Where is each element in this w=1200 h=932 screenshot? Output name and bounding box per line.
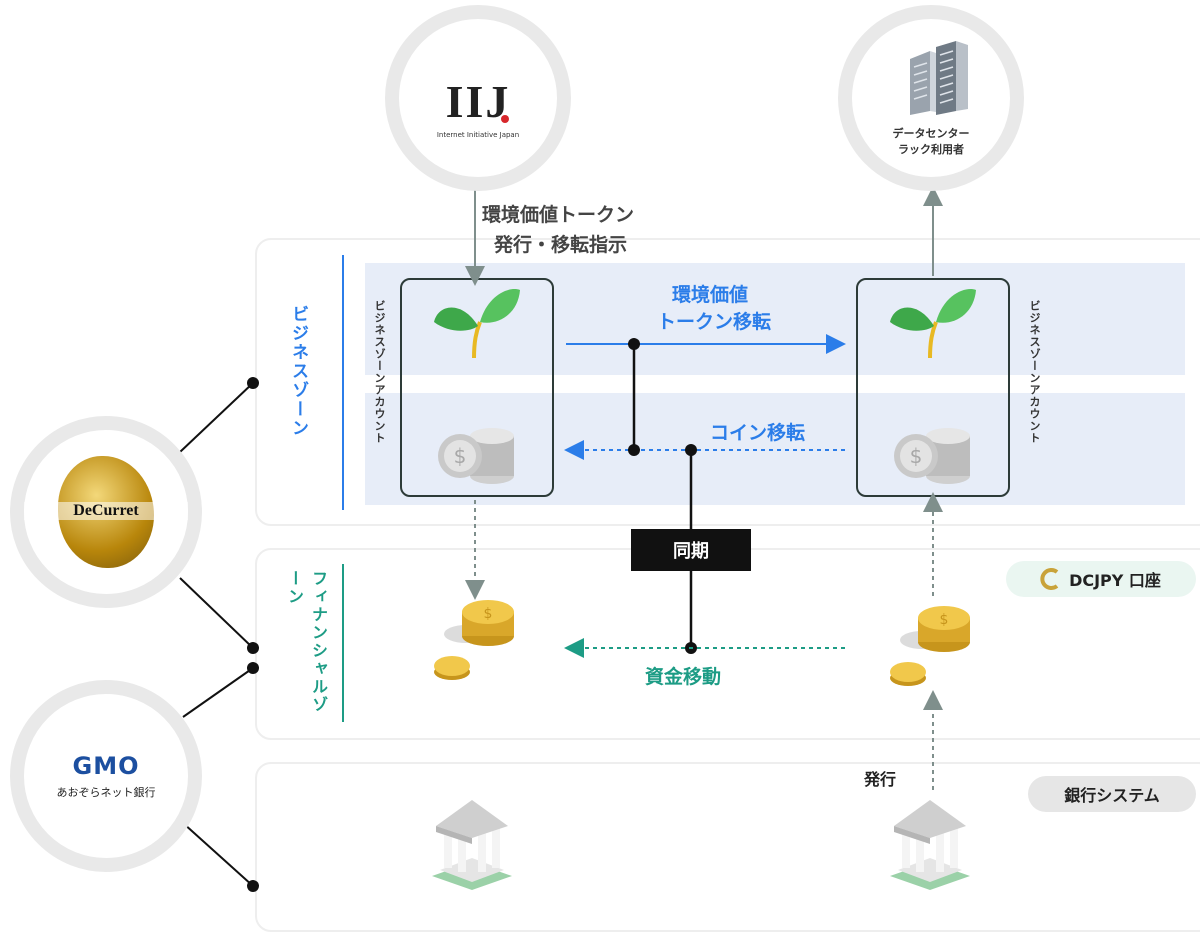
gold-coin-icon: $ [890,606,970,686]
svg-text:$: $ [484,606,493,622]
datacenter-circle: データセンター ラック利用者 [838,5,1024,191]
financial-zone-divider [342,564,344,722]
iij-circle: IIJ Internet Initiative Japan [385,5,571,191]
token-transfer-label-2: トークン移転 [657,311,772,333]
coin-stack-icon: $ [438,428,514,484]
datacenter-label-1: データセンター [892,127,970,140]
sync-node [628,338,640,350]
dcjpy-logo-icon [1040,568,1059,590]
sync-node [628,444,640,456]
bank-building-icon [432,800,512,890]
bank-system-badge: 銀行システム [1028,776,1196,812]
left-account-label: ビジネスゾーンアカウント [373,300,386,444]
instruction-label-1: 環境価値トークン [482,204,635,226]
financial-zone-title: フィナンシャルゾーン [285,570,328,714]
iij-logo: IIJ [445,76,511,127]
svg-text:$: $ [910,444,923,468]
bank-building-icon [890,800,970,890]
gold-coin-icon: $ [434,600,514,680]
dcjpy-label: DCJPY 口座 [1069,571,1161,590]
sprout-icon [890,289,976,359]
decurret-logo: DeCurret [24,502,188,520]
gmo-logo: GMO [72,752,140,780]
iij-logo-dot [501,115,509,123]
business-zone-divider [342,255,344,510]
token-transfer-label-1: 環境価値 [672,284,749,306]
office-building-icon [910,41,968,115]
dcjpy-badge: DCJPY 口座 [1006,561,1196,597]
decurret-circle: DeCurret [10,416,202,608]
sync-node [685,444,697,456]
coin-stack-icon: $ [894,428,970,484]
gmo-subtitle: あおぞらネット銀行 [56,786,156,799]
fund-move-label: 資金移動 [645,666,722,688]
instruction-label-2: 発行・移転指示 [494,234,628,256]
sprout-icon [434,289,520,359]
issue-label: 発行 [864,770,897,789]
sync-label: 同期 [631,529,751,571]
business-zone-title: ビジネスゾーン [288,305,308,438]
svg-text:$: $ [940,612,949,628]
right-account-label: ビジネスゾーンアカウント [1028,300,1041,444]
svg-text:$: $ [454,444,467,468]
coin-transfer-label: コイン移転 [710,422,806,444]
datacenter-label-2: ラック利用者 [898,143,964,156]
iij-subtitle: Internet Initiative Japan [436,131,520,139]
gmo-circle: GMO あおぞらネット銀行 [10,680,202,872]
